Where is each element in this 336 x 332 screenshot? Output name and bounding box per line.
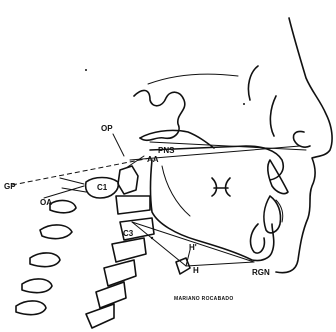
label-oa: OA [40,198,52,207]
tongue-curve-left [212,178,217,196]
lower-canine [251,224,265,253]
dot-mark [85,69,87,71]
c4-vertebra [112,238,146,262]
c6-vertebra [96,282,126,308]
occipital-condyle-lines [60,178,86,192]
label-rgn: RGN [252,268,270,277]
label-aa: AA [147,155,159,164]
c5-vertebra [104,260,136,286]
spinous-process-5 [16,301,46,315]
label-c1: C1 [97,183,108,192]
label-gp: GP [4,182,16,191]
nasal-floor-curve [270,96,276,136]
c3-h-line [132,222,186,266]
mandible-outline [151,160,274,261]
label-pns: PNS [158,146,175,155]
ramus-inner-line [162,166,190,216]
sella-turcica-outline [134,90,185,140]
op-pointer-line [113,134,124,156]
aa-pointer-line [126,156,144,168]
orbit-curve [248,66,258,100]
dot-mark [243,103,245,105]
spinous-process-3 [30,253,60,267]
label-c3: C3 [123,229,134,238]
gp-dashed-line [12,158,150,185]
cranial-base-line [148,74,238,84]
oa-pointer-line [44,186,84,198]
c2-axis-outline [116,196,150,214]
facial-profile-outline [276,18,332,273]
label-h-prime: H' [189,243,197,252]
credit-text: MARIANO ROCABADO [174,296,234,302]
nasal-ala-outline [293,131,310,147]
spinous-process-2 [40,225,72,239]
dot-mark [151,237,153,239]
tongue-curve-right [226,178,231,196]
c3-rgn-line [132,222,254,262]
spinous-process-4 [22,279,52,293]
label-h: H [193,266,199,275]
label-op: OP [101,124,113,133]
dens-outline [118,166,138,194]
spinous-process-1 [50,201,76,213]
